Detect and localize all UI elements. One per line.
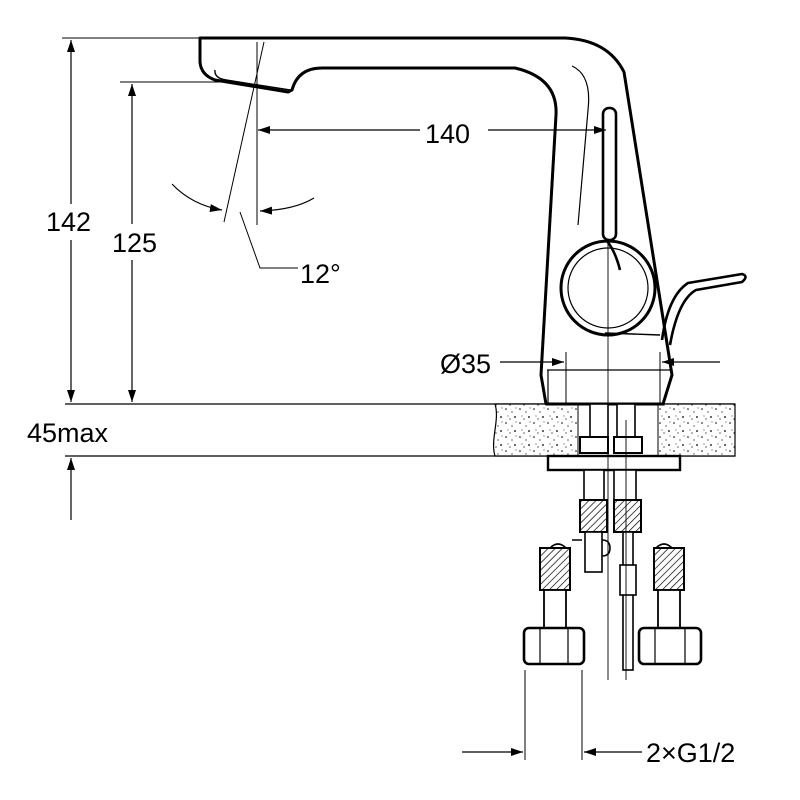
connection-thread-label: 2×G1/2 [646, 738, 735, 768]
supply-assembly [522, 403, 703, 671]
lever-handle [559, 106, 747, 346]
counter-thickness-label: 45max [27, 418, 109, 448]
spout-reach-label: 140 [425, 119, 470, 149]
faucet-body [198, 36, 674, 406]
dimension-lines [62, 37, 720, 760]
total-height-label: 142 [46, 207, 91, 237]
spout-height-label: 125 [112, 228, 157, 258]
spout-angle-label: 12° [300, 259, 341, 289]
base-diameter-label: Ø35 [440, 349, 491, 379]
